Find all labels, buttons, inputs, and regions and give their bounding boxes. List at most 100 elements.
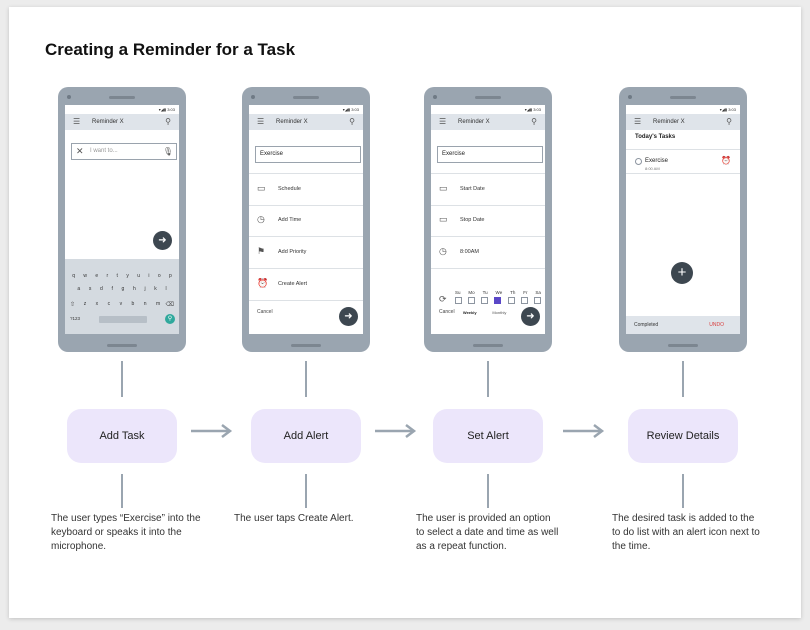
key[interactable]: t bbox=[116, 273, 118, 279]
task-input[interactable]: ✕ I want to... 🎙 bbox=[71, 143, 177, 160]
key[interactable]: s bbox=[88, 286, 92, 292]
key[interactable]: k bbox=[154, 286, 157, 292]
connector-line bbox=[121, 474, 123, 508]
clock-icon: ◷ bbox=[257, 214, 265, 224]
app-bar: ☰ Reminder X ⚲ bbox=[626, 114, 740, 130]
search-icon[interactable]: ⚲ bbox=[165, 117, 171, 126]
shift-icon[interactable]: ⇧ bbox=[70, 302, 76, 308]
spacebar[interactable] bbox=[99, 316, 147, 323]
key[interactable]: d bbox=[100, 286, 103, 292]
camera bbox=[433, 95, 437, 99]
option-stop-date[interactable]: ▭ Stop Date bbox=[431, 205, 545, 237]
page-title: Creating a Reminder for a Task bbox=[45, 40, 296, 59]
task-time: 8:00 AM bbox=[645, 166, 660, 171]
frequency-option[interactable]: Monthly bbox=[492, 310, 507, 315]
key[interactable]: j bbox=[144, 286, 146, 292]
symbols-key[interactable]: ?123 bbox=[70, 316, 81, 321]
repeat-icon: ⟳ bbox=[439, 294, 447, 304]
key[interactable]: h bbox=[133, 286, 136, 292]
home-bar bbox=[473, 344, 503, 347]
day-checkbox[interactable] bbox=[520, 297, 528, 304]
option-label: Start Date bbox=[460, 186, 485, 192]
task-input-placeholder: I want to... bbox=[90, 148, 118, 154]
divider bbox=[626, 173, 740, 174]
connector-line bbox=[487, 474, 489, 508]
task-input[interactable]: Exercise bbox=[255, 146, 361, 163]
key[interactable]: e bbox=[95, 273, 99, 279]
app-title: Reminder X bbox=[92, 119, 124, 125]
key[interactable]: f bbox=[111, 286, 113, 292]
menu-icon[interactable]: ☰ bbox=[257, 117, 265, 126]
menu-icon[interactable]: ☰ bbox=[439, 117, 447, 126]
day-label: Th bbox=[510, 290, 516, 295]
speaker bbox=[293, 96, 319, 99]
microphone-icon[interactable]: 🎙 bbox=[162, 147, 173, 156]
task-input[interactable]: Exercise bbox=[437, 146, 543, 163]
keyboard-search-icon[interactable]: ⚲ bbox=[165, 314, 175, 324]
add-task-button[interactable]: + bbox=[671, 262, 693, 284]
day-checkbox[interactable] bbox=[468, 297, 476, 304]
close-icon[interactable]: ✕ bbox=[76, 146, 84, 156]
frequency-option[interactable]: Weekly bbox=[462, 310, 477, 315]
menu-icon[interactable]: ☰ bbox=[73, 117, 81, 126]
key[interactable]: z bbox=[83, 301, 87, 307]
camera bbox=[251, 95, 255, 99]
day-checkbox[interactable] bbox=[455, 297, 462, 304]
option-add-priority[interactable]: ⚑ Add Priority bbox=[249, 237, 363, 269]
home-bar bbox=[291, 344, 321, 347]
key[interactable]: p bbox=[169, 273, 172, 279]
search-icon[interactable]: ⚲ bbox=[349, 117, 355, 126]
status-time: 3:03 bbox=[728, 107, 736, 112]
option-create-alert[interactable]: ⏰ Create Alert bbox=[249, 269, 363, 301]
option-time[interactable]: ◷ 8:00AM bbox=[431, 237, 545, 269]
calendar-icon: ▭ bbox=[257, 183, 266, 193]
day-checkboxes bbox=[455, 297, 541, 304]
menu-icon[interactable]: ☰ bbox=[634, 117, 642, 126]
key[interactable]: x bbox=[95, 301, 99, 307]
status-time: 3:03 bbox=[533, 107, 541, 112]
search-icon[interactable]: ⚲ bbox=[531, 117, 537, 126]
status-bar: ▾◢▮ 3:03 bbox=[342, 107, 359, 112]
day-checkbox[interactable] bbox=[481, 297, 489, 304]
backspace-icon[interactable]: ⌫ bbox=[165, 302, 174, 308]
key[interactable]: l bbox=[165, 286, 167, 292]
key[interactable]: v bbox=[119, 301, 123, 307]
alarm-icon: ⏰ bbox=[257, 278, 269, 288]
key[interactable]: q bbox=[72, 273, 75, 279]
day-checkbox[interactable] bbox=[533, 297, 541, 304]
key[interactable]: u bbox=[137, 273, 140, 279]
step-description: The desired task is added to the to do l… bbox=[612, 513, 760, 552]
cancel-button[interactable]: Cancel bbox=[439, 309, 455, 315]
key[interactable]: y bbox=[126, 273, 129, 279]
key[interactable]: a bbox=[77, 286, 81, 292]
speaker bbox=[475, 96, 501, 99]
key[interactable]: r bbox=[106, 273, 109, 279]
task-checkbox[interactable] bbox=[635, 158, 642, 165]
key[interactable]: m bbox=[156, 301, 161, 307]
next-button[interactable]: ➜ bbox=[339, 307, 358, 326]
key[interactable]: w bbox=[83, 273, 87, 279]
alarm-icon: ⏰ bbox=[721, 156, 731, 165]
phone-screen: ▾◢▮ 3:03 ☰ Reminder X ⚲ ✕ I want to... 🎙… bbox=[65, 105, 179, 334]
key[interactable]: o bbox=[157, 273, 161, 279]
key[interactable]: b bbox=[131, 301, 135, 307]
key[interactable]: g bbox=[121, 286, 125, 292]
cancel-button[interactable]: Cancel bbox=[257, 309, 273, 315]
status-bar: ▾◢▮ 3:03 bbox=[524, 107, 541, 112]
key[interactable]: n bbox=[143, 301, 147, 307]
key[interactable]: c bbox=[107, 301, 111, 307]
day-checkbox[interactable] bbox=[494, 297, 502, 304]
search-icon[interactable]: ⚲ bbox=[726, 117, 732, 126]
day-label: Mo bbox=[468, 290, 475, 295]
app-bar: ☰ Reminder X ⚲ bbox=[431, 114, 545, 130]
key[interactable]: i bbox=[148, 273, 150, 279]
option-start-date[interactable]: ▭ Start Date bbox=[431, 173, 545, 206]
day-checkbox[interactable] bbox=[507, 297, 515, 304]
phone-review-details: ▾◢▮ 3:03 ☰ Reminder X ⚲ Today's Tasks Ex… bbox=[619, 87, 747, 352]
next-button[interactable]: ➜ bbox=[521, 307, 540, 326]
next-button[interactable]: ➜ bbox=[153, 231, 172, 250]
undo-button[interactable]: UNDO bbox=[709, 322, 724, 328]
option-add-time[interactable]: ◷ Add Time bbox=[249, 205, 363, 237]
option-schedule[interactable]: ▭ Schedule bbox=[249, 173, 363, 206]
